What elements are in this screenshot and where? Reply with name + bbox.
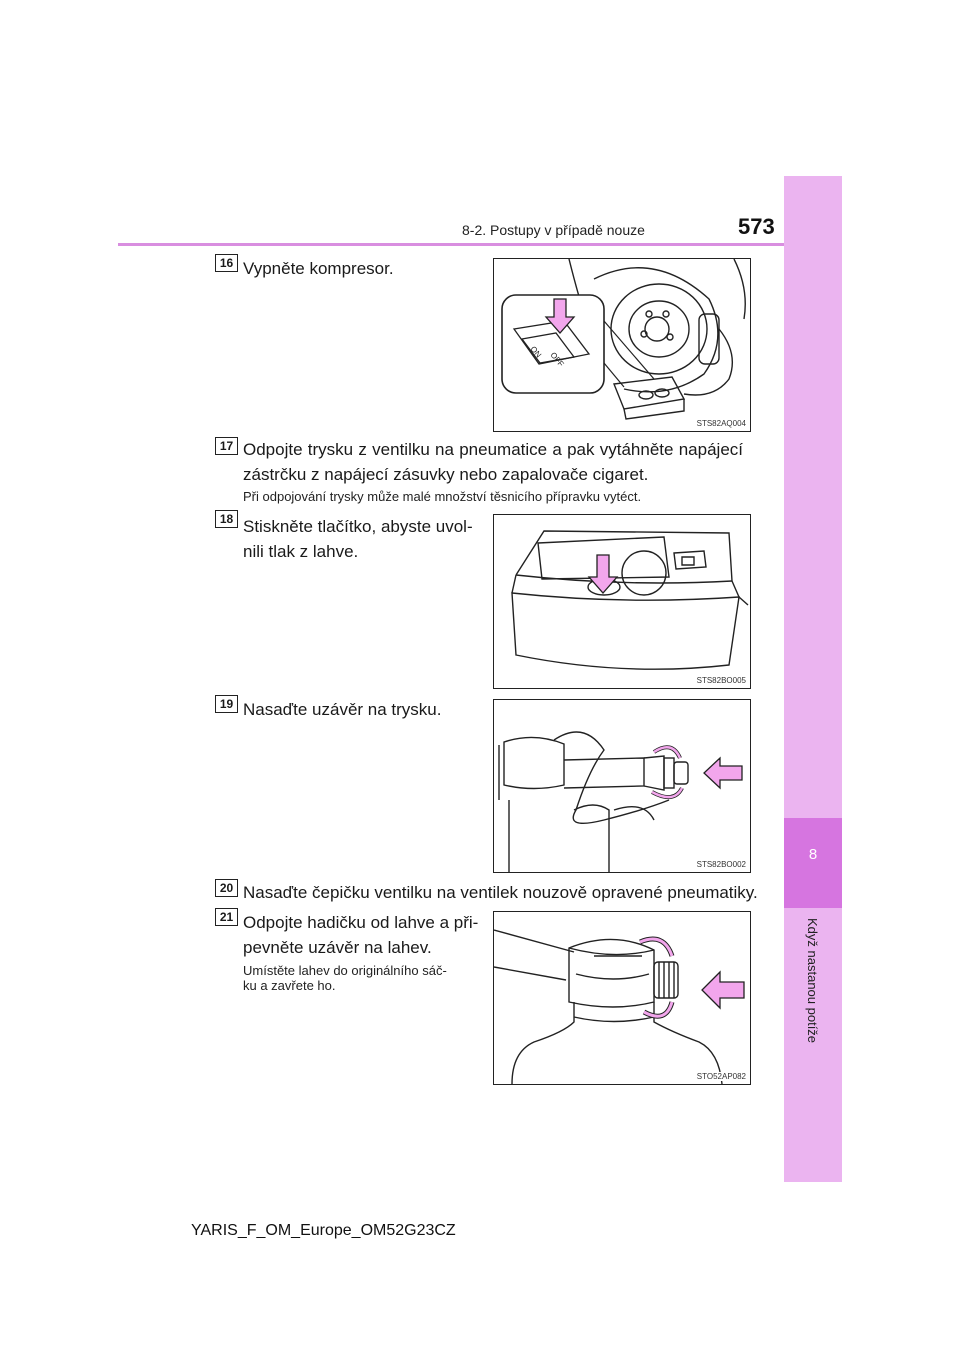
bottle-button-illustration: [511, 530, 749, 670]
figure-code: STS82BO005: [696, 676, 746, 685]
step-16-number: 16: [215, 254, 238, 272]
step-17-note: Při odpojování trysky může malé množství…: [243, 489, 642, 504]
compressor-switch-illustration: ON OFF: [501, 259, 746, 420]
bottle-cap-illustration: [494, 929, 745, 1084]
step-20-text: Nasaďte čepičku ventilku na ventilek nou…: [243, 883, 758, 902]
step-21-number: 21: [215, 908, 238, 926]
push-arrow-icon: [703, 756, 743, 790]
step-19-number: 19: [215, 695, 238, 713]
step-17-text: Odpojte trysku z ventilku na pneumatice …: [243, 440, 743, 484]
step-21-note-line1: Umístěte lahev do originálního sáč-: [243, 963, 447, 978]
figure-code: STS82BO002: [696, 860, 746, 869]
press-arrow-icon: [587, 554, 619, 594]
chapter-number-tab: [784, 818, 842, 908]
step-18-text-line2: nili tlak z lahve.: [243, 542, 359, 561]
step-21-note-line2: ku a zavřete ho.: [243, 978, 336, 993]
step-20-number: 20: [215, 879, 238, 897]
step-17-number: 17: [215, 437, 238, 455]
step-18-text-line1: Stiskněte tlačítko, abyste uvol-: [243, 517, 473, 536]
section-title: 8-2. Postupy v případě nouze: [462, 222, 645, 238]
figure-compressor-switch: ON OFF STS82AQ004: [493, 258, 751, 432]
push-arrow-icon: [701, 970, 745, 1010]
chapter-number: 8: [808, 846, 818, 863]
figure-code: STO52AP082: [696, 1072, 746, 1081]
figure-nozzle-cap: STS82BO002: [493, 699, 751, 873]
step-21-text-line2: pevněte uzávěr na lahev.: [243, 938, 432, 957]
step-18-number: 18: [215, 510, 238, 528]
footer-doc-id: YARIS_F_OM_Europe_OM52G23CZ: [191, 1222, 456, 1239]
step-21-text-line1: Odpojte hadičku od lahve a při-: [243, 913, 479, 932]
figure-release-pressure: STS82BO005: [493, 514, 751, 689]
page-number: 573: [738, 214, 775, 239]
figure-bottle-cap: STO52AP082: [493, 911, 751, 1085]
chapter-title: Když nastanou potíže: [805, 918, 820, 1044]
step-16-text: Vypněte kompresor.: [243, 259, 394, 278]
chapter-title-vertical: Když nastanou potíže: [805, 918, 823, 1128]
press-arrow-icon: [544, 298, 576, 334]
figure-code: STS82AQ004: [696, 419, 746, 428]
step-19-text: Nasaďte uzávěr na trysku.: [243, 700, 442, 719]
chapter-side-tab: [784, 176, 842, 1182]
nozzle-cap-illustration: [498, 731, 743, 872]
header-rule: [118, 243, 784, 246]
